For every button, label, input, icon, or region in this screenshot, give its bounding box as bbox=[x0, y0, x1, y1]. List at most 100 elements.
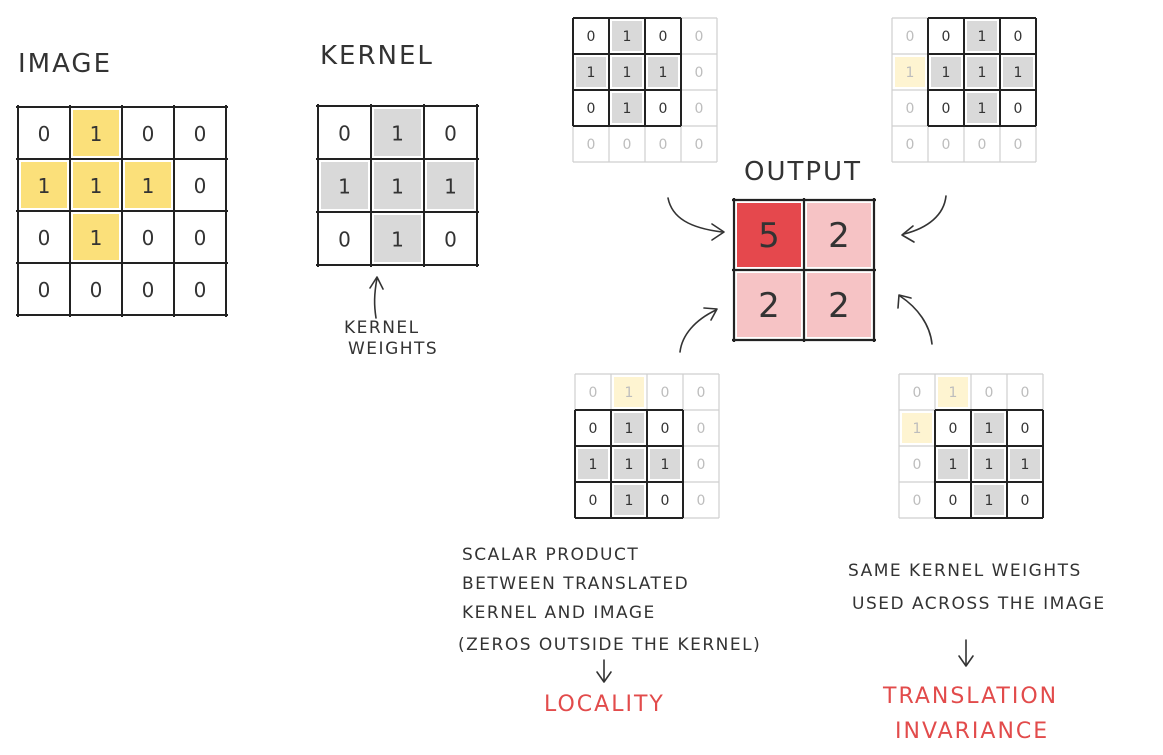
top-right-cell-1-0: 1 bbox=[906, 65, 915, 81]
bottom-left-cell-0-2: 0 bbox=[661, 385, 670, 401]
output-cell-0-1: 2 bbox=[828, 216, 850, 256]
arrow-bottom-left bbox=[679, 309, 717, 353]
bottom-left-cell-2-3: 0 bbox=[697, 457, 706, 473]
top-left-cell-0-2: 0 bbox=[659, 29, 668, 45]
output-shade-0-1 bbox=[807, 203, 871, 267]
bottom-left-kernel-shade-3-1 bbox=[614, 485, 644, 515]
bottom-right-cell-2-0: 0 bbox=[913, 457, 922, 473]
image-cell-3-1: 0 bbox=[90, 278, 103, 302]
top-right-image-shade-1-0 bbox=[895, 57, 925, 87]
bottom-left-cell-3-0: 0 bbox=[589, 493, 598, 509]
image-cell-3-0: 0 bbox=[38, 278, 51, 302]
bottom-right-kernel-shade-2-1 bbox=[938, 449, 968, 479]
image-cell-3-3: 0 bbox=[194, 278, 207, 302]
invariance-label-line-1: TRANSLATION bbox=[882, 684, 1058, 709]
top-right-cell-3-2: 0 bbox=[978, 137, 987, 153]
locality-line-2: BETWEEN TRANSLATED bbox=[462, 574, 689, 594]
top-right-cell-2-3: 0 bbox=[1014, 101, 1023, 117]
bottom-left-cell-2-2: 1 bbox=[661, 457, 670, 473]
bottom-left-image-shade-0-1 bbox=[614, 377, 644, 407]
bottom-right-cell-1-1: 0 bbox=[949, 421, 958, 437]
arrow-top-right-head bbox=[901, 225, 915, 243]
top-right-kernel-shade-0-2 bbox=[967, 21, 997, 51]
top-left-cell-1-3: 0 bbox=[695, 65, 704, 81]
kernel-cell-0-2: 0 bbox=[444, 122, 457, 146]
arrow-bottom-left-head bbox=[703, 307, 718, 321]
bottom-left-cell-2-1: 1 bbox=[625, 457, 634, 473]
kernel-shade-2-1 bbox=[374, 215, 421, 262]
top-right-cell-0-0: 0 bbox=[906, 29, 915, 45]
top-right-cell-3-3: 0 bbox=[1014, 137, 1023, 153]
top-left-cell-1-2: 1 bbox=[659, 65, 668, 81]
top-right-cell-1-3: 1 bbox=[1014, 65, 1023, 81]
top-left-cell-0-1: 1 bbox=[623, 29, 632, 45]
output-shade-0-0 bbox=[737, 203, 801, 267]
arrow-top-left-head bbox=[711, 223, 725, 241]
image-cell-3-2: 0 bbox=[142, 278, 155, 302]
bottom-left-cell-0-3: 0 bbox=[697, 385, 706, 401]
image-cell-1-2: 1 bbox=[142, 174, 155, 198]
top-left-cell-2-0: 0 bbox=[587, 101, 596, 117]
image-cell-1-1: 1 bbox=[90, 174, 103, 198]
bottom-left-cell-3-3: 0 bbox=[697, 493, 706, 509]
image-shade-0-1 bbox=[73, 110, 119, 156]
bottom-right-cell-1-3: 0 bbox=[1021, 421, 1030, 437]
bottom-right-image-shade-0-1 bbox=[938, 377, 968, 407]
output-cell-1-1: 2 bbox=[828, 286, 850, 326]
top-right-kernel-shade-2-2 bbox=[967, 93, 997, 123]
kernel-title: KERNEL bbox=[320, 41, 434, 71]
bottom-right-cell-0-3: 0 bbox=[1021, 385, 1030, 401]
image-shade-1-2 bbox=[125, 162, 171, 208]
bottom-left-cell-1-0: 0 bbox=[589, 421, 598, 437]
top-right-cell-1-2: 1 bbox=[978, 65, 987, 81]
invariance-arrow-head bbox=[958, 655, 974, 667]
image-cell-1-0: 1 bbox=[38, 174, 51, 198]
locality-label: LOCALITY bbox=[544, 692, 665, 717]
locality-line-1: SCALAR PRODUCT bbox=[462, 545, 639, 565]
image-title: IMAGE bbox=[18, 49, 112, 79]
bottom-right-cell-0-0: 0 bbox=[913, 385, 922, 401]
bottom-right-kernel-shade-3-2 bbox=[974, 485, 1004, 515]
bottom-right-cell-2-2: 1 bbox=[985, 457, 994, 473]
top-left-kernel-shade-0-1 bbox=[612, 21, 642, 51]
bottom-left-cell-0-1: 1 bbox=[625, 385, 634, 401]
kernel-annotation-line-2: WEIGHTS bbox=[348, 339, 438, 359]
image-shade-1-1 bbox=[73, 162, 119, 208]
top-left-cell-0-0: 0 bbox=[587, 29, 596, 45]
bottom-right-cell-1-2: 1 bbox=[985, 421, 994, 437]
top-left-kernel-shade-1-1 bbox=[612, 57, 642, 87]
invariance-line-2: USED ACROSS THE IMAGE bbox=[852, 594, 1106, 614]
top-left-kernel-shade-1-2 bbox=[648, 57, 678, 87]
bottom-right-cell-3-0: 0 bbox=[913, 493, 922, 509]
kernel-cell-0-0: 0 bbox=[338, 122, 351, 146]
top-left-cell-3-3: 0 bbox=[695, 137, 704, 153]
bottom-right-cell-3-1: 0 bbox=[949, 493, 958, 509]
kernel-shade-1-0 bbox=[321, 162, 368, 209]
image-cell-2-3: 0 bbox=[194, 226, 207, 250]
bottom-left-cell-2-0: 1 bbox=[589, 457, 598, 473]
top-right-cell-2-1: 0 bbox=[942, 101, 951, 117]
bottom-right-kernel-shade-1-2 bbox=[974, 413, 1004, 443]
bottom-right-kernel-shade-2-3 bbox=[1010, 449, 1040, 479]
top-right-cell-3-0: 0 bbox=[906, 137, 915, 153]
top-left-cell-1-1: 1 bbox=[623, 65, 632, 81]
top-right-kernel-shade-1-1 bbox=[931, 57, 961, 87]
bottom-left-kernel-shade-2-1 bbox=[614, 449, 644, 479]
output-cell-0-0: 5 bbox=[758, 216, 780, 256]
top-right-cell-3-1: 0 bbox=[942, 137, 951, 153]
top-left-cell-3-0: 0 bbox=[587, 137, 596, 153]
image-cell-2-2: 0 bbox=[142, 226, 155, 250]
kernel-cell-1-2: 1 bbox=[444, 175, 457, 199]
image-cell-0-1: 1 bbox=[90, 122, 103, 146]
bottom-left-kernel-shade-2-2 bbox=[650, 449, 680, 479]
locality-line-4: (ZEROS OUTSIDE THE KERNEL) bbox=[458, 635, 761, 655]
bottom-right-cell-2-1: 1 bbox=[949, 457, 958, 473]
bottom-right-cell-0-2: 0 bbox=[985, 385, 994, 401]
bottom-right-cell-3-3: 0 bbox=[1021, 493, 1030, 509]
locality-line-3: KERNEL AND IMAGE bbox=[462, 603, 656, 623]
